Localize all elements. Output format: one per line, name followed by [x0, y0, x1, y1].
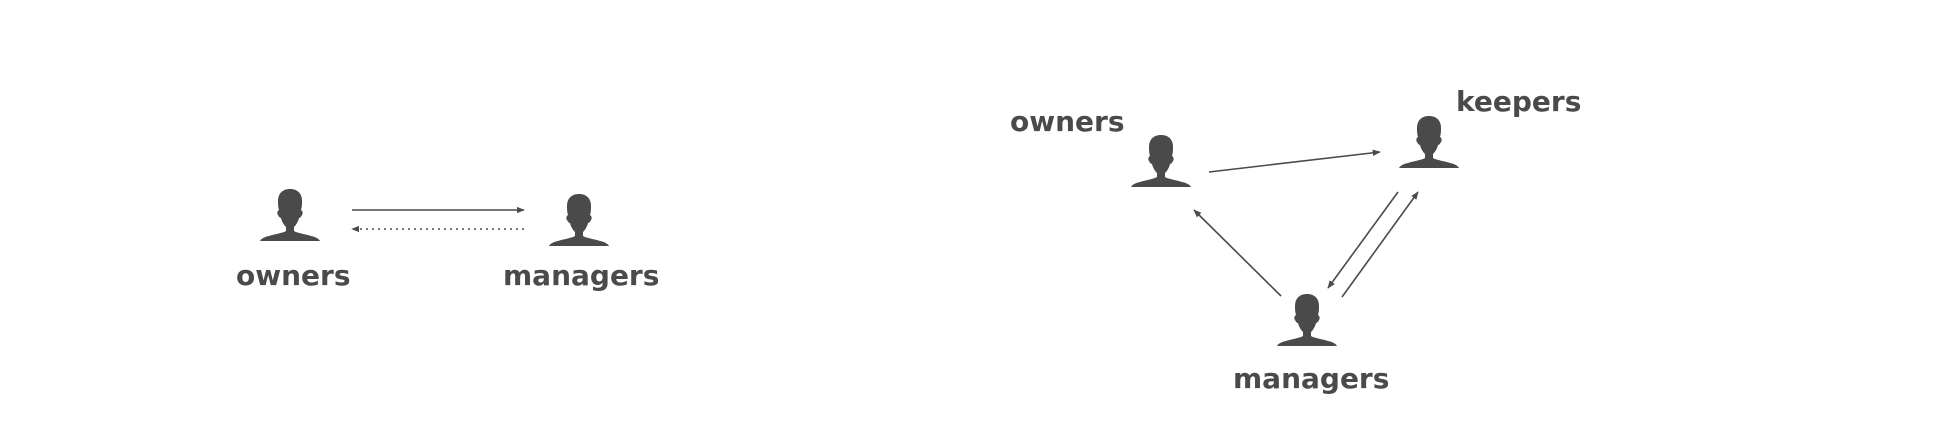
- person-icon: [1276, 293, 1338, 347]
- edge-managers-to-keepers: [1341, 191, 1419, 298]
- person-icon: [259, 188, 321, 242]
- person-icon: [1130, 134, 1192, 188]
- person-icon: [1398, 115, 1460, 169]
- person-icon: [548, 193, 610, 247]
- edge-managers-to-owners: [1193, 209, 1282, 297]
- node-label-owners-left: owners: [236, 259, 351, 292]
- edge-keepers-to-managers: [1327, 191, 1399, 289]
- node-label-managers-left: managers: [503, 259, 660, 292]
- edge-owners-to-keepers: [1208, 149, 1381, 173]
- node-label-managers-right: managers: [1233, 362, 1390, 395]
- node-label-keepers: keepers: [1456, 85, 1582, 118]
- node-label-owners-right: owners: [1010, 105, 1125, 138]
